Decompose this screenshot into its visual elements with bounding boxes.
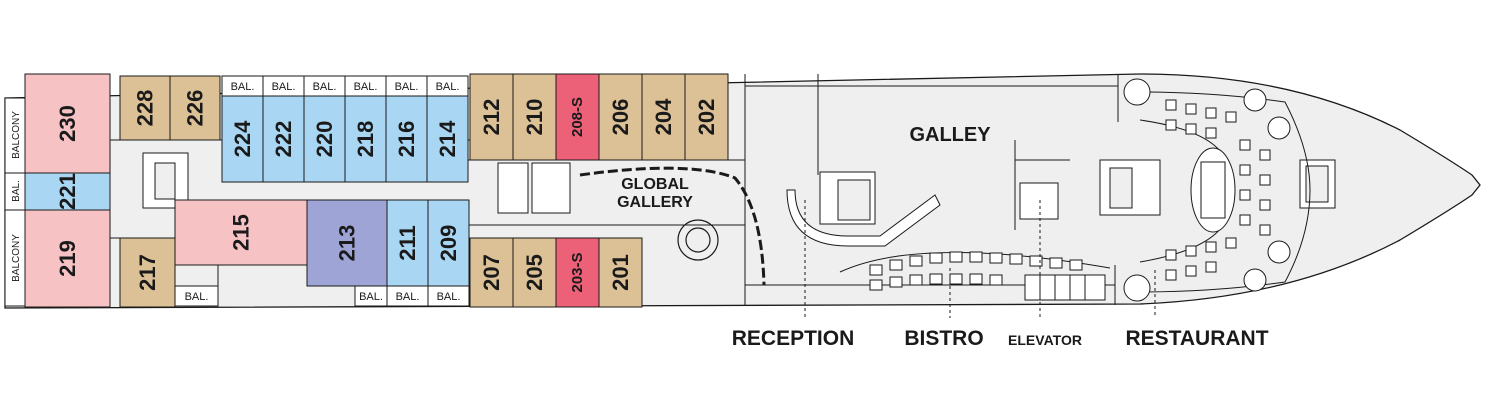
cabin-218-label: 218 xyxy=(353,121,378,158)
restaurant-label: RESTAURANT xyxy=(1125,327,1268,350)
cabin-215-shape xyxy=(174,199,308,266)
cabin-212-label: 212 xyxy=(479,99,504,136)
bistro-seating xyxy=(839,251,1111,301)
balcony-7 xyxy=(174,285,219,307)
balcony-10 xyxy=(427,285,470,307)
global-gallery-label-line1: GLOBAL xyxy=(621,176,689,193)
cabin-228-shape xyxy=(119,75,171,141)
cabin-221-label: 221 xyxy=(55,173,80,210)
cabin-216-label: 216 xyxy=(394,121,419,158)
balcony-label-9: BAL. xyxy=(396,291,420,303)
cabin-201-label: 201 xyxy=(608,254,633,291)
balconies: BAL. BAL. BAL. BAL. BAL. BAL. BAL. BAL. BAL. BAL. xyxy=(174,75,470,307)
cabin-202-shape xyxy=(684,73,729,161)
cabin-205-shape xyxy=(512,237,557,308)
global-gallery-label-line2: GALLERY xyxy=(617,194,693,211)
balcony-label-5: BAL. xyxy=(395,81,419,93)
balcony-label-8: BAL. xyxy=(359,291,383,303)
cabin-224-label: 224 xyxy=(230,120,255,157)
cabin-207-label: 207 xyxy=(479,254,504,291)
cabin-219-label: 219 xyxy=(55,240,80,277)
cabin-204-label: 204 xyxy=(651,98,676,135)
cabin-204-shape xyxy=(641,73,686,161)
cabin-209-label: 209 xyxy=(436,225,461,262)
balcony-label-6: BAL. xyxy=(436,81,460,93)
balcony-label-aft-mid: BAL. xyxy=(11,180,22,202)
cabin-203s-label: 203-S xyxy=(569,252,586,292)
cabin-208s-shape xyxy=(555,73,600,161)
cabin-226-shape xyxy=(169,75,221,141)
cabin-230-shape xyxy=(24,73,111,174)
cabin-210-shape xyxy=(512,73,557,161)
balcony-label-7: BAL. xyxy=(185,291,209,303)
balcony-6 xyxy=(426,75,469,97)
cabin-213-label: 213 xyxy=(335,225,360,262)
stairwells xyxy=(142,152,1336,225)
cabin-202-label: 202 xyxy=(694,99,719,136)
cabin-211-shape xyxy=(386,199,429,287)
cabin-217-label: 217 xyxy=(135,254,160,291)
reception-label: RECEPTION xyxy=(732,327,855,350)
cabin-207-shape xyxy=(469,237,514,308)
balcony-label-3: BAL. xyxy=(313,81,337,93)
cabin-221-shape xyxy=(24,172,111,211)
cabin-205-label: 205 xyxy=(522,254,547,291)
cabin-201-shape xyxy=(598,237,643,308)
cabin-213-shape xyxy=(306,199,388,287)
balcony-label-1: BAL. xyxy=(231,81,255,93)
balcony-label-4: BAL. xyxy=(354,81,378,93)
cabin-206-label: 206 xyxy=(608,99,633,136)
cabin-230-label: 230 xyxy=(55,105,80,142)
cabins: 230 221 219 228 226 224 222 220 218 216 214 212 210 2… xyxy=(24,73,729,308)
balcony-label-10: BAL. xyxy=(437,291,461,303)
cabin-214-label: 214 xyxy=(435,120,460,157)
cabin-208s-label: 208-S xyxy=(569,97,586,137)
aft-balconies xyxy=(4,97,26,307)
cabin-219-shape xyxy=(24,209,111,308)
cabin-211-label: 211 xyxy=(395,225,420,261)
cabin-228-label: 228 xyxy=(133,90,158,127)
cabin-214-shape xyxy=(426,95,469,183)
restaurant-seating xyxy=(1123,78,1311,302)
cabin-222-shape xyxy=(262,95,305,183)
cabin-220-shape xyxy=(303,95,346,183)
elevator-label: ELEVATOR xyxy=(1008,332,1082,348)
cabin-210-label: 210 xyxy=(522,99,547,136)
cabin-222-label: 222 xyxy=(271,121,296,158)
global-gallery-features xyxy=(579,166,941,286)
bistro-label: BISTRO xyxy=(904,327,983,350)
balcony-label-aft-bottom: BALCONY xyxy=(11,234,22,282)
cabin-206-shape xyxy=(598,73,643,161)
cabin-226-label: 226 xyxy=(183,90,208,127)
cabin-220-label: 220 xyxy=(312,121,337,158)
cabin-217-shape xyxy=(119,237,176,308)
balcony-label-2: BAL. xyxy=(272,81,296,93)
cabin-215-label: 215 xyxy=(229,214,254,251)
balcony-label-aft-top: BALCONY xyxy=(11,111,22,159)
cabin-209-shape xyxy=(427,199,470,287)
cabin-218-shape xyxy=(344,95,387,183)
callout-leaders xyxy=(804,200,1156,318)
galley-label: GALLEY xyxy=(909,124,991,146)
